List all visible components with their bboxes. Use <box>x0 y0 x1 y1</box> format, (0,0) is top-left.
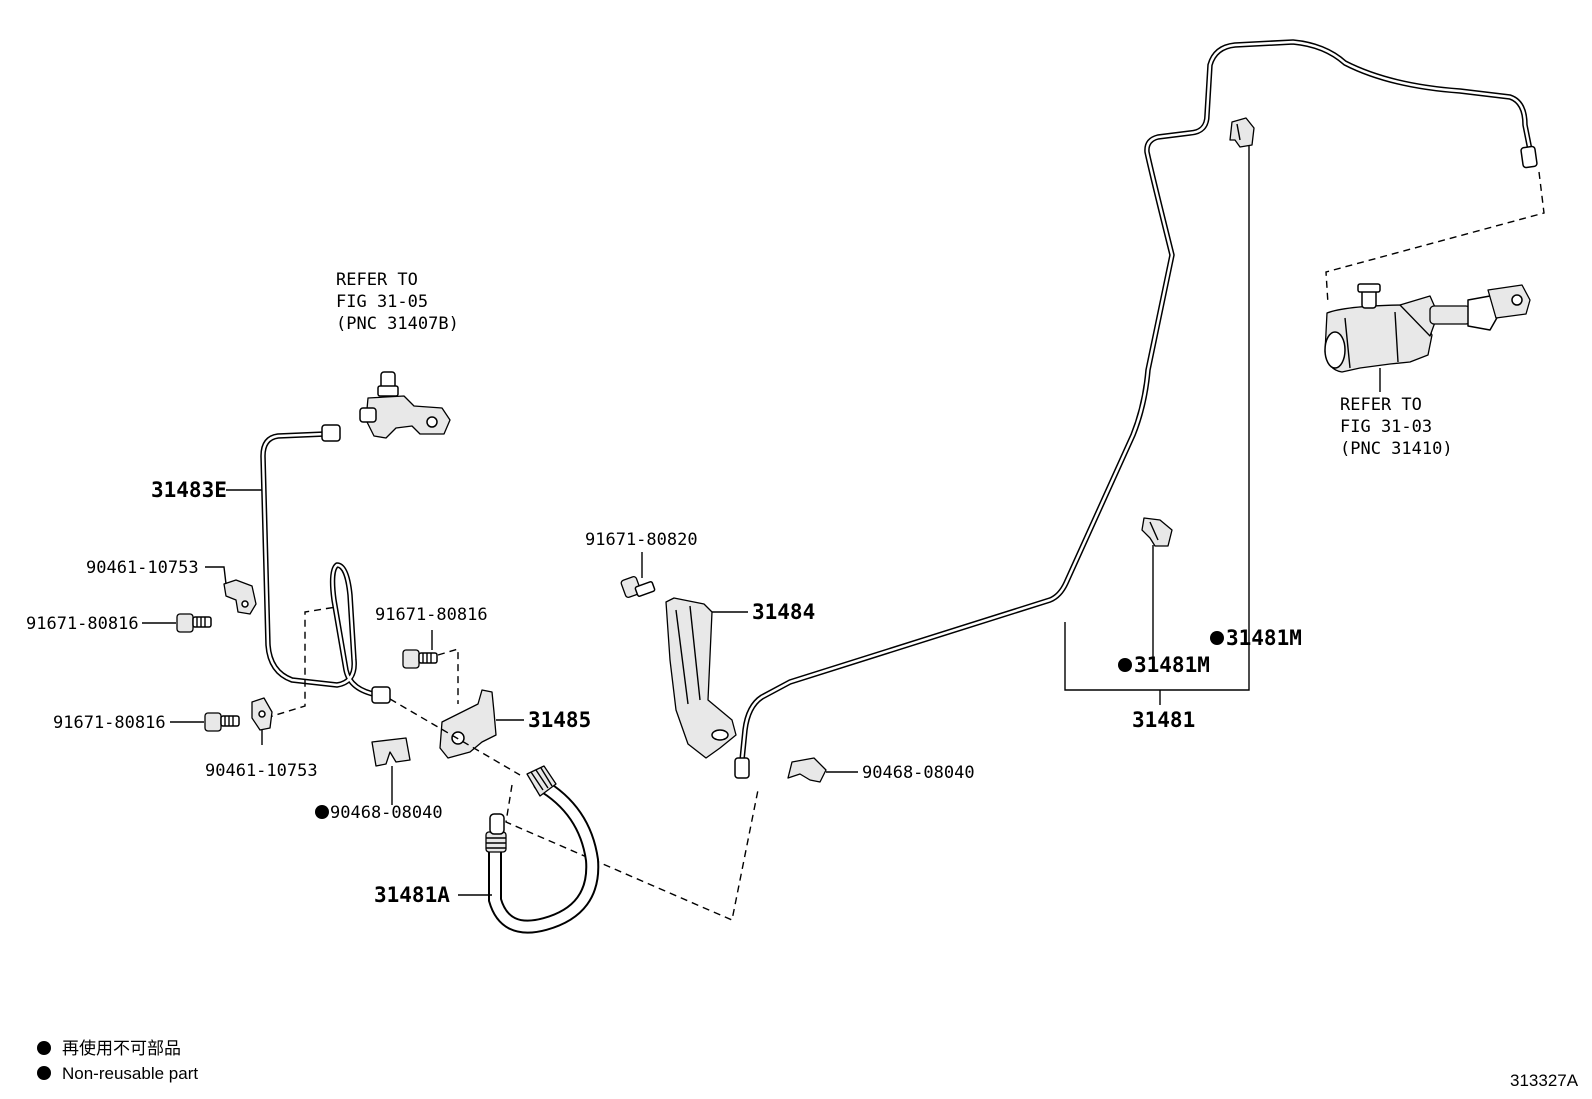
clutch-master-cylinder-icon <box>1324 283 1531 392</box>
label-clamp-lower: 90461-10753 <box>205 761 318 781</box>
bracket-31485-icon <box>439 689 497 759</box>
flexible-hose-31481a <box>485 765 600 934</box>
tube-clamp-lower-icon <box>251 697 273 731</box>
ref-right-line1: REFER TO <box>1340 395 1422 415</box>
grommet-lower-icon <box>1141 517 1173 547</box>
clutch-tube-31481 <box>734 39 1538 779</box>
label-31483e: 31483E <box>151 478 227 502</box>
label-bolt-lower: 91671-80816 <box>53 713 166 733</box>
clip-right-icon <box>787 757 827 783</box>
label-31481a: 31481A <box>374 883 450 907</box>
ref-top-left-line1: REFER TO <box>336 270 418 290</box>
label-bolt-mid: 91671-80816 <box>375 605 488 625</box>
label-clip-right: 90468-08040 <box>862 763 975 783</box>
legend-marker-icon <box>37 1066 51 1080</box>
non-reusable-marker-icon <box>1118 658 1132 672</box>
figure-code: 313327A <box>1510 1071 1579 1090</box>
label-31481: 31481 <box>1132 708 1195 732</box>
ref-right-line2: FIG 31-03 <box>1340 417 1432 437</box>
label-clamp-upper: 90461-10753 <box>86 558 199 578</box>
tube-clamp-upper-icon <box>223 579 257 615</box>
non-reusable-marker-icon <box>1210 631 1224 645</box>
bolt-upper-icon <box>176 613 212 633</box>
clip-left-icon <box>371 737 411 767</box>
label-bolt-upper: 91671-80816 <box>26 614 139 634</box>
label-grommet-b: 31481M <box>1134 653 1210 677</box>
bolt-mid-icon <box>402 649 438 669</box>
grommet-upper-icon <box>1229 117 1255 148</box>
label-31484: 31484 <box>752 600 815 624</box>
non-reusable-marker-icon <box>315 805 329 819</box>
legend-text-en: Non-reusable part <box>62 1064 198 1083</box>
ref-right-line3: (PNC 31410) <box>1340 439 1453 459</box>
ref-top-left-line3: (PNC 31407B) <box>336 314 459 334</box>
legend-marker-icon <box>37 1041 51 1055</box>
label-bolt-top: 91671-80820 <box>585 530 698 550</box>
legend: 再使用不可部品 Non-reusable part <box>37 1038 198 1083</box>
bracket-31484-icon <box>665 597 737 759</box>
label-grommet-a: 31481M <box>1226 626 1302 650</box>
bolt-lower-icon <box>204 712 240 732</box>
legend-text-jp: 再使用不可部品 <box>62 1038 181 1058</box>
clutch-tube-31483e <box>260 424 391 704</box>
ref-top-left-line2: FIG 31-05 <box>336 292 428 312</box>
bolt-top-icon <box>620 576 656 598</box>
union-fitting-icon <box>359 371 451 439</box>
label-31485: 31485 <box>528 708 591 732</box>
label-clip-left: 90468-08040 <box>330 803 443 823</box>
